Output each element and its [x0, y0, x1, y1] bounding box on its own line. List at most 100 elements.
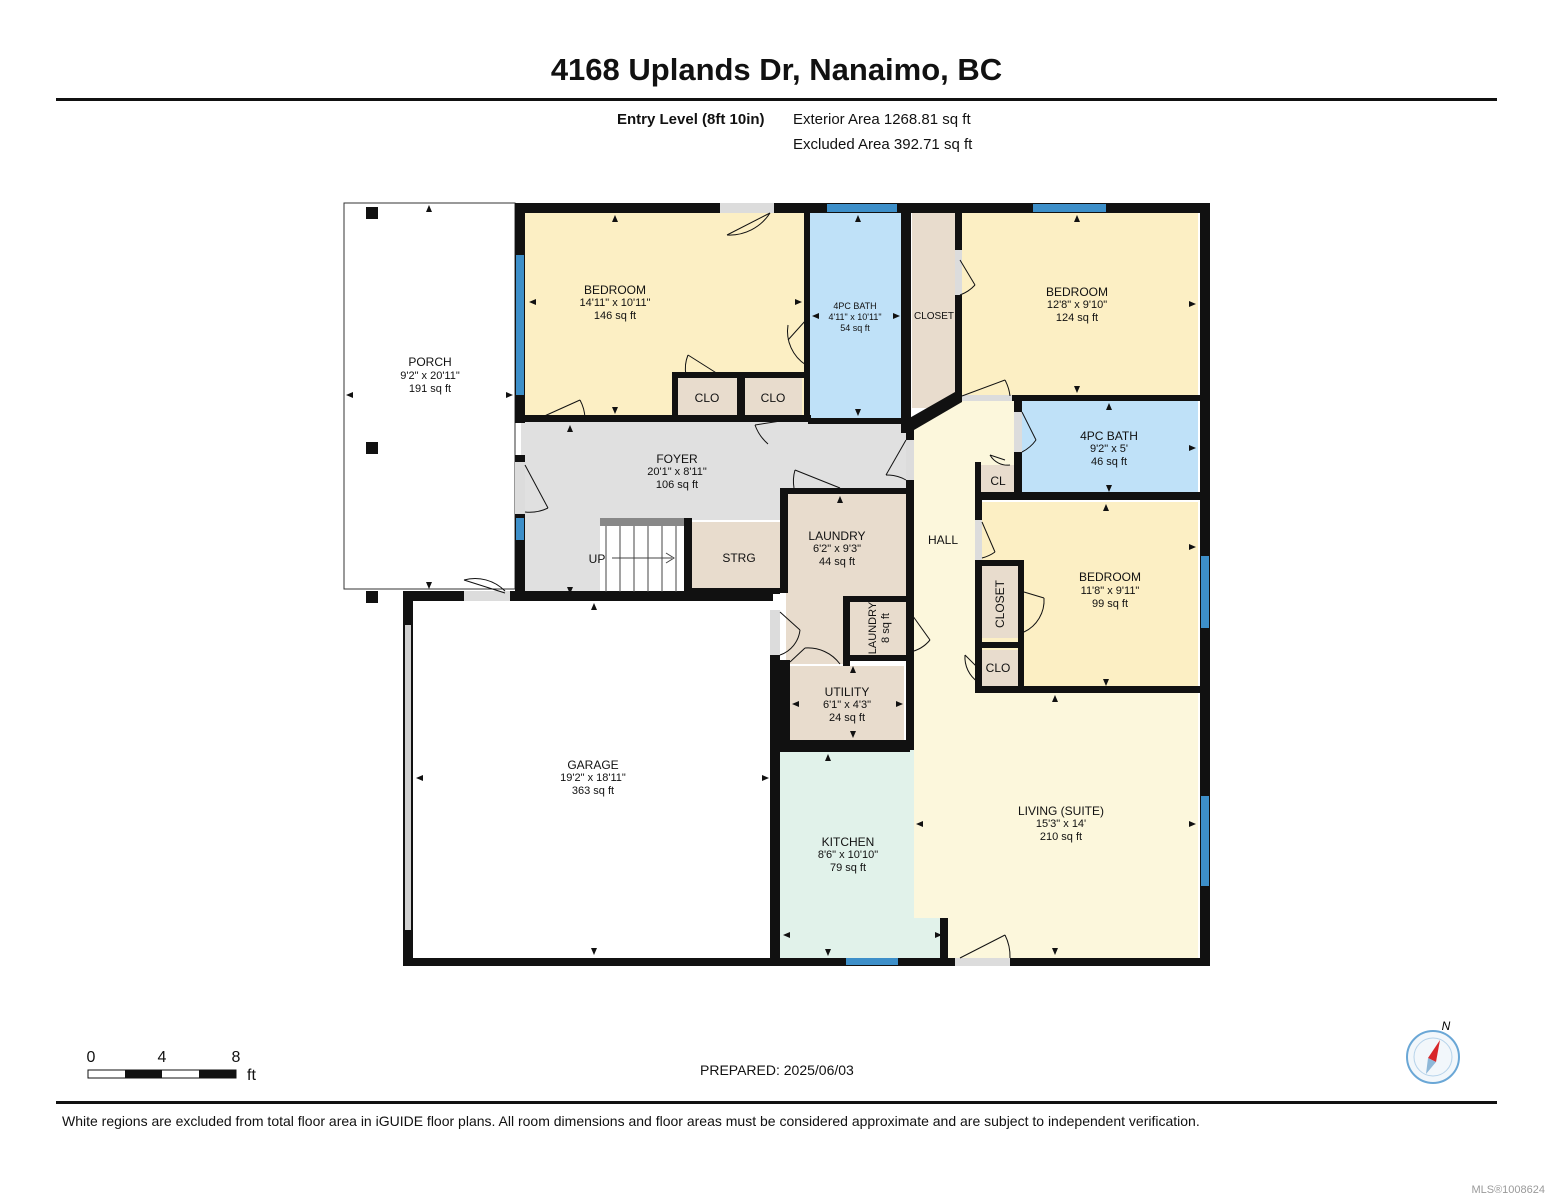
- dim-arrow: [1106, 485, 1112, 492]
- door-opening: [955, 958, 1010, 966]
- door-opening: [906, 440, 914, 480]
- scale-tick-4: 4: [158, 1049, 167, 1066]
- bedroom2-name: BEDROOM: [1046, 285, 1108, 299]
- door-openings: [405, 203, 1022, 966]
- post: [366, 207, 378, 219]
- bedroom3-area: 99 sq ft: [1092, 598, 1128, 610]
- wall: [403, 591, 773, 601]
- utility-fill: [790, 666, 904, 740]
- garage-fill: [410, 600, 772, 958]
- kitchen-area: 79 sq ft: [830, 862, 866, 874]
- clo2-fill: [745, 377, 802, 417]
- door-swing: [539, 399, 581, 419]
- scale-tick-8: 8: [232, 1049, 241, 1066]
- closet1-fill: [912, 210, 958, 408]
- wall: [403, 958, 1210, 966]
- wall: [843, 655, 909, 661]
- foyer-area: 106 sq ft: [656, 479, 698, 491]
- door-swing: [789, 647, 806, 663]
- room-fills: [343, 202, 1198, 958]
- strg-fill: [688, 522, 784, 590]
- window: [1033, 204, 1106, 212]
- foyer-dims: 20'1" x 8'11": [647, 466, 707, 478]
- wall: [843, 596, 909, 602]
- bedroom3-dims: 11'8" x 9'11": [1081, 585, 1140, 597]
- bath2-name: 4PC BATH: [1080, 429, 1138, 443]
- porch-area: 191 sq ft: [409, 383, 451, 395]
- dim-arrow: [591, 603, 597, 610]
- garage-door-opening: [405, 625, 411, 930]
- door-swing: [1021, 439, 1037, 453]
- door-swing: [1023, 597, 1045, 633]
- bedroom3-name: BEDROOM: [1079, 570, 1141, 584]
- wall: [906, 392, 962, 430]
- door-swing: [779, 611, 801, 631]
- living-fill: [914, 690, 1198, 958]
- dim-arrow: [855, 409, 861, 416]
- stairs: [600, 518, 684, 592]
- bedroom2-fill: [960, 210, 1198, 398]
- wall: [901, 203, 911, 433]
- scale-tick-0: 0: [87, 1049, 96, 1066]
- dim-arrow: [935, 932, 942, 938]
- wall: [975, 560, 982, 690]
- bath1-dims: 4'11" x 10'11": [828, 312, 881, 322]
- wall: [940, 918, 948, 963]
- laundry1-area: 44 sq ft: [819, 556, 855, 568]
- door-swing: [787, 319, 807, 341]
- stair-arrow-head: [665, 552, 675, 564]
- wall: [684, 518, 692, 594]
- excluded-area: Excluded Area 392.71 sq ft: [793, 136, 973, 153]
- door-swing: [779, 629, 801, 656]
- dim-arrow: [1189, 544, 1196, 550]
- door-swing: [579, 399, 586, 419]
- door-swing: [981, 521, 996, 553]
- room-labels: PORCH 9'2" x 20'11" 191 sq ft BEDROOM 14…: [400, 283, 1141, 874]
- wall: [684, 588, 780, 594]
- door-swing: [964, 654, 979, 683]
- door-swing: [804, 647, 841, 665]
- bedroom1-name: BEDROOM: [584, 283, 646, 297]
- door-opening: [1014, 412, 1022, 452]
- compass-icon: N: [1406, 1019, 1460, 1084]
- door-swing: [726, 212, 771, 236]
- closet1-name: CLOSET: [914, 311, 954, 322]
- kitchen-dims: 8'6" x 10'10": [818, 849, 878, 861]
- dim-arrow: [567, 425, 573, 432]
- dim-arrow: [346, 392, 353, 398]
- scale-bar: 0 4 8 ft: [87, 1049, 257, 1084]
- up-label: UP: [589, 552, 606, 566]
- wall: [843, 596, 850, 666]
- dim-arrow: [1103, 504, 1109, 511]
- living-name: LIVING (SUITE): [1018, 804, 1104, 818]
- door-swing: [754, 424, 769, 445]
- laundry1-fill: [786, 492, 906, 664]
- laundry2-area: 8 sq ft: [880, 613, 892, 643]
- disclaimer: White regions are excluded from total fl…: [62, 1113, 1200, 1129]
- door-swing: [981, 551, 996, 559]
- window: [516, 518, 524, 540]
- dim-arrow: [1189, 301, 1196, 307]
- wall: [672, 372, 678, 420]
- dim-arrow: [612, 407, 618, 414]
- exterior-area: Exterior Area 1268.81 sq ft: [793, 111, 971, 128]
- strg-name: STRG: [722, 551, 755, 565]
- laundry2-fill: [850, 600, 906, 656]
- laundry1-dims: 6'2" x 9'3": [813, 543, 861, 555]
- hall-name: HALL: [928, 533, 958, 547]
- dim-arrow: [837, 496, 843, 503]
- door-swing: [909, 639, 931, 653]
- dimension-arrows: [346, 205, 1196, 956]
- clo1-name: CLO: [695, 391, 720, 405]
- wall: [960, 395, 1200, 401]
- wall: [975, 500, 982, 520]
- dim-arrow: [1189, 821, 1196, 827]
- laundry1-name: LAUNDRY: [808, 529, 865, 543]
- utility-area: 24 sq ft: [829, 712, 865, 724]
- window: [1201, 556, 1209, 628]
- wall: [1018, 560, 1024, 690]
- garage-area: 363 sq ft: [572, 785, 614, 797]
- dim-arrow: [825, 754, 831, 761]
- door-opening: [464, 591, 510, 601]
